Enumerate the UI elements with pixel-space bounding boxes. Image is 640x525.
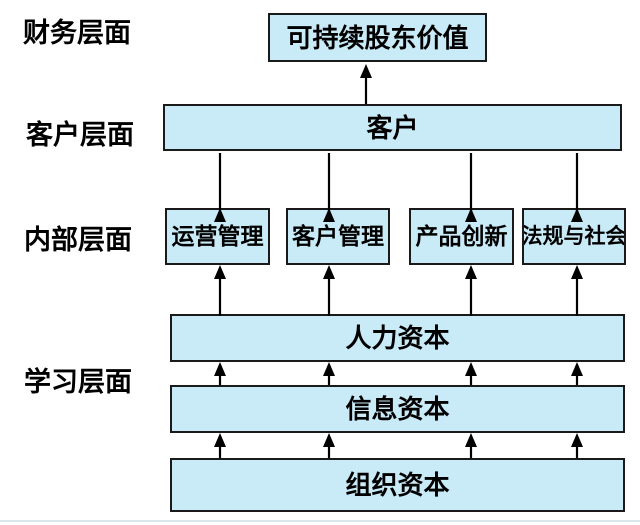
- perspective-label-learning: 学习层面: [24, 367, 132, 397]
- arrowhead-icon: [323, 433, 335, 447]
- arrowhead-icon: [214, 433, 226, 447]
- arrowhead-icon: [571, 362, 583, 376]
- perspective-label-financial: 财务层面: [23, 18, 131, 48]
- arrowhead-icon: [465, 265, 477, 279]
- page-edge-line: [0, 520, 640, 522]
- node-organization-capital: 组织资本: [170, 458, 625, 512]
- arrowhead-icon: [465, 362, 477, 376]
- arrowhead-icon: [323, 362, 335, 376]
- arrowhead-icon: [571, 433, 583, 447]
- node-operations-management: 运营管理: [165, 208, 270, 265]
- arrowhead-icon: [360, 64, 372, 78]
- node-sustainable-shareholder-value: 可持续股东价值: [268, 13, 487, 62]
- node-regulation-and-society: 法规与社会: [522, 208, 626, 265]
- node-customer-management: 客户管理: [286, 208, 390, 265]
- arrowhead-icon: [214, 265, 226, 279]
- node-human-capital: 人力资本: [170, 314, 625, 362]
- arrowhead-icon: [323, 265, 335, 279]
- arrowhead-icon: [214, 362, 226, 376]
- arrowhead-icon: [465, 433, 477, 447]
- node-information-capital: 信息资本: [170, 385, 625, 433]
- node-customer: 客户: [163, 104, 622, 151]
- perspective-label-internal: 内部层面: [24, 225, 132, 255]
- node-product-innovation: 产品创新: [409, 208, 514, 265]
- arrowhead-icon: [571, 265, 583, 279]
- perspective-label-customer: 客户层面: [26, 120, 134, 150]
